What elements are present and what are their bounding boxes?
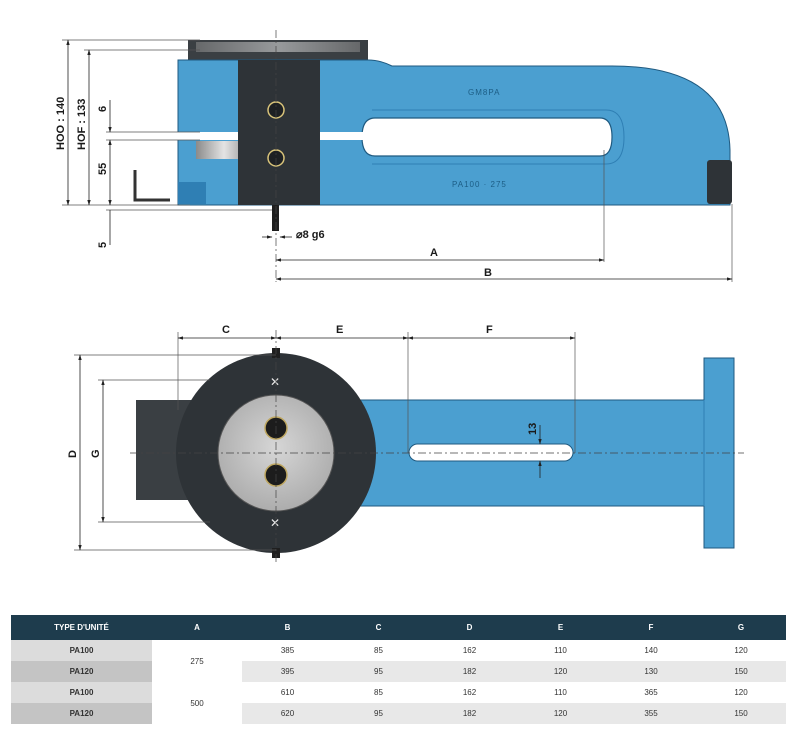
cell-e: 120 bbox=[515, 703, 606, 724]
dim-5-label: 5 bbox=[97, 242, 109, 248]
dim-55-label: 55 bbox=[97, 163, 109, 175]
cell-d: 162 bbox=[424, 682, 515, 703]
hof-label: HOF : 133 bbox=[76, 99, 88, 150]
header-b: B bbox=[242, 615, 333, 640]
table-header-row: TYPE D'UNITÉ A B C D E F G bbox=[11, 615, 786, 640]
dim-6-label: 6 bbox=[97, 106, 109, 112]
cell-c: 95 bbox=[333, 703, 424, 724]
cell-d: 182 bbox=[424, 703, 515, 724]
cell-type: PA100 bbox=[11, 640, 152, 661]
dim-13-label: 13 bbox=[527, 423, 539, 435]
cell-f: 365 bbox=[606, 682, 696, 703]
cell-e: 120 bbox=[515, 661, 606, 682]
table-row: PA100 275 385 85 162 110 140 120 bbox=[11, 640, 786, 682]
cell-d: 162 bbox=[424, 640, 515, 661]
cell-g: 150 bbox=[696, 661, 786, 682]
cell-type: PA100 bbox=[11, 682, 152, 703]
cell-type: PA120 bbox=[11, 703, 152, 724]
header-g: G bbox=[696, 615, 786, 640]
cell-a: 500 bbox=[152, 682, 242, 724]
top-view: ✕ ✕ C E F D G 13 bbox=[67, 324, 744, 565]
arm-slot bbox=[361, 117, 613, 157]
cell-g: 150 bbox=[696, 703, 786, 724]
cell-e: 110 bbox=[515, 640, 606, 661]
cell-c: 85 bbox=[333, 682, 424, 703]
cell-d: 182 bbox=[424, 661, 515, 682]
top-slot bbox=[408, 443, 574, 462]
header-d: D bbox=[424, 615, 515, 640]
dim-a-label: A bbox=[430, 247, 438, 259]
cell-c: 85 bbox=[333, 640, 424, 661]
side-view: GM8PA PA100 · 275 HOO : 140 HOF : bbox=[55, 30, 733, 282]
cell-b: 395 bbox=[242, 661, 333, 682]
embossed-bottom-text: PA100 · 275 bbox=[452, 180, 507, 189]
cell-g: 120 bbox=[696, 682, 786, 703]
table-row: PA120 395 95 182 120 130 150 bbox=[11, 661, 786, 682]
cell-e: 110 bbox=[515, 682, 606, 703]
dim-e-label: E bbox=[336, 324, 343, 336]
cell-type: PA120 bbox=[11, 661, 152, 682]
table-row: PA120 620 95 182 120 355 150 bbox=[11, 703, 786, 724]
top-extension-lines bbox=[74, 332, 576, 551]
cell-a: 275 bbox=[152, 640, 242, 682]
right-foot bbox=[707, 160, 732, 204]
table-row: PA100 500 610 85 162 110 365 120 bbox=[11, 682, 786, 724]
embossed-top-text: GM8PA bbox=[468, 88, 500, 97]
header-f: F bbox=[606, 615, 696, 640]
cell-b: 620 bbox=[242, 703, 333, 724]
bolt-icon-bottom: ✕ bbox=[270, 516, 280, 530]
pin-diameter-label: ⌀8 g6 bbox=[296, 229, 325, 241]
cell-f: 355 bbox=[606, 703, 696, 724]
dimensions-table: TYPE D'UNITÉ A B C D E F G PA100 275 385… bbox=[11, 615, 786, 724]
cell-f: 130 bbox=[606, 661, 696, 682]
locating-pin bbox=[272, 205, 279, 231]
dim-d-label: D bbox=[67, 450, 79, 458]
header-c: C bbox=[333, 615, 424, 640]
header-e: E bbox=[515, 615, 606, 640]
l-bracket bbox=[133, 170, 170, 202]
cell-f: 140 bbox=[606, 640, 696, 661]
dim-f-label: F bbox=[486, 324, 493, 336]
technical-drawing: GM8PA PA100 · 275 HOO : 140 HOF : bbox=[55, 30, 744, 565]
header-type: TYPE D'UNITÉ bbox=[11, 615, 152, 640]
center-block bbox=[238, 60, 320, 205]
dim-c-label: C bbox=[222, 324, 230, 336]
header-a: A bbox=[152, 615, 242, 640]
bolt-icon-top: ✕ bbox=[270, 375, 280, 389]
dim-g-label: G bbox=[90, 449, 102, 458]
cell-b: 610 bbox=[242, 682, 333, 703]
cell-c: 95 bbox=[333, 661, 424, 682]
cell-g: 120 bbox=[696, 640, 786, 661]
dim-b-label: B bbox=[484, 267, 492, 279]
side-extension-lines bbox=[62, 39, 733, 282]
hoo-label: HOO : 140 bbox=[55, 97, 67, 150]
cell-b: 385 bbox=[242, 640, 333, 661]
